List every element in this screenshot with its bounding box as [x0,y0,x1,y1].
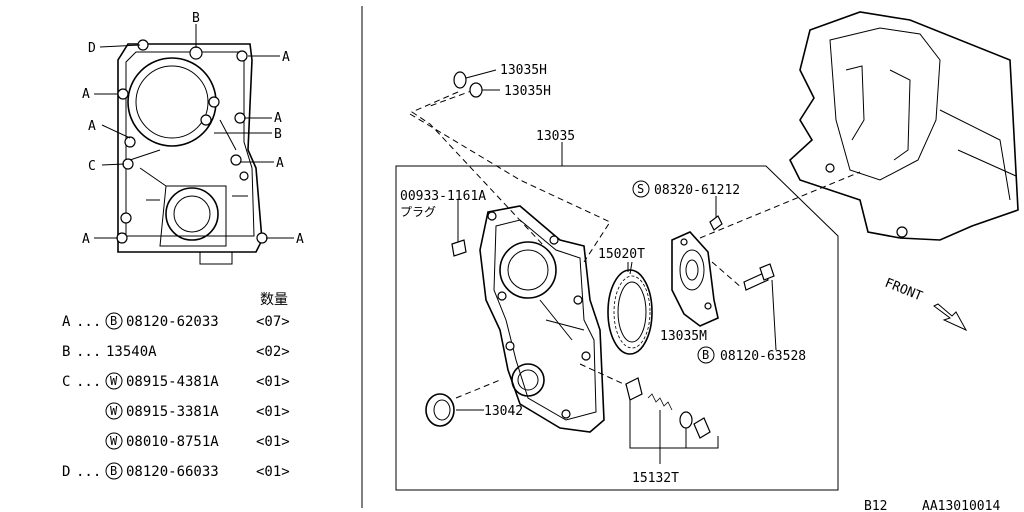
legend-row-dots: ... [76,464,101,480]
front-cover-drawing [479,205,605,433]
bolt-dash [711,261,743,289]
oil-pump-gear-drawing [607,262,653,355]
left-cover-drawing [94,24,294,265]
callout-a-1: A [282,50,290,65]
legend-row-key: A [62,314,71,330]
callout-a-2: A [82,87,90,102]
legend-row-prefix: B [110,464,117,478]
gasket-outline [409,113,611,263]
legend-row-key: D [62,464,70,480]
label-13035m: 13035M [660,329,707,344]
screw-symbol-icon [632,180,650,198]
callout-d: D [88,41,96,56]
legend-row-prefix: B [110,314,117,328]
pump-to-block-line [699,171,861,239]
legend-row-key: B [62,344,70,360]
label-08320: 08320-61212 [654,183,740,198]
seal-dash [455,379,501,399]
relief-valve-drawing [625,377,719,464]
engine-block-drawing [789,11,1019,241]
label-front: FRONT [883,276,925,305]
label-13042: 13042 [484,404,523,419]
gasket-path [410,91,545,247]
screw-drawing [709,196,777,351]
front-arrow-icon [933,303,968,332]
legend-row-qty: <07> [256,314,290,330]
legend-row-part: 13540A [106,344,157,360]
washer-symbol-icon [105,372,123,390]
label-08120-63528: 08120-63528 [720,349,806,364]
oil-pump-housing-drawing [671,231,719,327]
label-15132t: 15132T [632,471,679,486]
callout-a-6: A [82,232,90,247]
legend-row-part: 08120-62033 [126,314,219,330]
o-ring-icon [453,71,467,89]
o-ring-icon [469,82,483,98]
label-13035: 13035 [536,129,575,144]
bolt-symbol-icon [105,312,123,330]
plug-drawing [451,232,467,257]
legend-row-part: 08915-3381A [126,404,219,420]
legend-row-dots: ... [76,314,101,330]
callout-c: C [88,159,96,174]
legend-row-dots: ... [76,374,101,390]
legend-row-prefix: W [110,374,118,388]
callout-b-mid: B [274,127,282,142]
callout-a-7: A [296,232,304,247]
fastener-legend: 数量 A ... B 08120-62033 <07> B ... 13540A… [62,292,290,480]
label-13035h-1: 13035H [500,63,547,78]
legend-row-qty: <01> [256,404,290,420]
bolt-symbol-icon [105,462,123,480]
page-number: B12 [864,499,887,512]
washer-symbol-icon [105,432,123,450]
legend-qty-header: 数量 [260,292,288,308]
legend-row-qty: <02> [256,344,290,360]
label-plug: プラグ [400,205,436,219]
gasket-path-2 [429,89,475,107]
label-15020t: 15020T [598,247,645,262]
callout-b-top: B [192,11,200,26]
oil-seal-drawing [425,393,484,427]
callout-a-4: A [88,119,96,134]
legend-row-dots: ... [76,344,101,360]
relief-dash [579,363,629,387]
label-08320-prefix: S [637,182,644,196]
washer-symbol-icon [105,402,123,420]
label-08120-prefix: B [702,348,709,362]
legend-row-qty: <01> [256,464,290,480]
label-13035h-2: 13035H [504,84,551,99]
legend-row-prefix: W [110,434,118,448]
legend-row-part: 08915-4381A [126,374,219,390]
callout-a-5: A [276,156,284,171]
legend-row-qty: <01> [256,374,290,390]
figure-code: AA13010014 [922,499,1000,512]
bolt-symbol-icon [697,346,715,364]
legend-row-prefix: W [110,404,118,418]
legend-row-qty: <01> [256,434,290,450]
label-00933: 00933-1161A [400,189,486,204]
legend-row-part: 08120-66033 [126,464,219,480]
assembly-frame [395,165,839,491]
legend-row-key: C [62,374,70,390]
callout-a-3: A [274,111,282,126]
legend-row-part: 08010-8751A [126,434,219,450]
